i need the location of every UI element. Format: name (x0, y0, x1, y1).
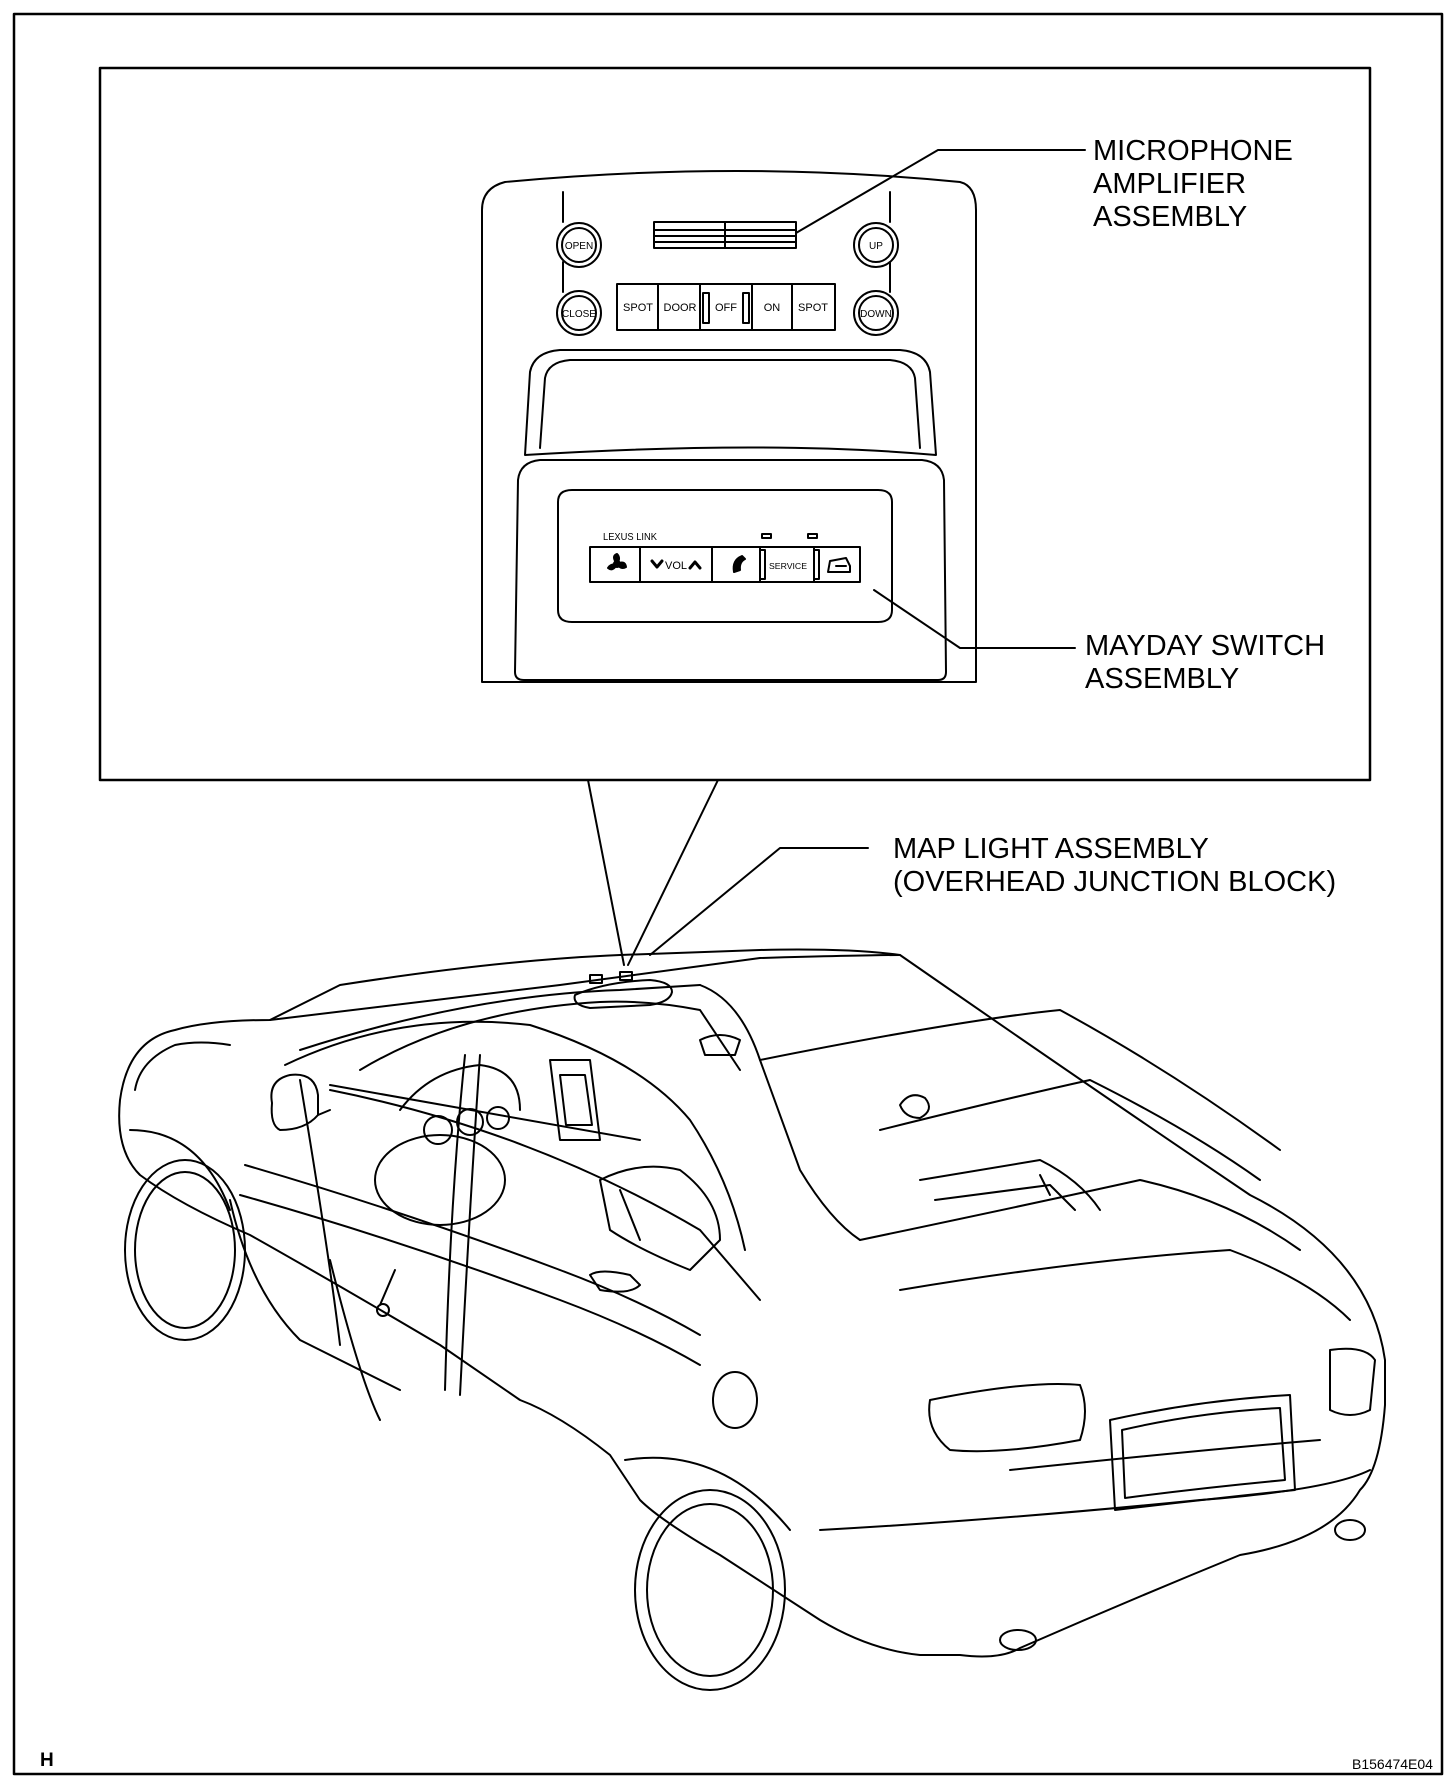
microphone-grille (653, 221, 797, 249)
mayday-leader (873, 589, 1076, 649)
fan-icon (607, 553, 627, 571)
panel-labels: OPEN CLOSE UP DOWN SPOT DOOR OFF ON SPOT… (562, 241, 892, 572)
outer-frame (12, 12, 1444, 1776)
corner-letter: H (40, 1750, 54, 1771)
inset-frame (98, 66, 1372, 782)
inset-leader-lines (587, 779, 719, 966)
down-label: DOWN (860, 309, 892, 320)
vol-up-icon (688, 560, 702, 570)
service-label: SERVICE (769, 562, 807, 571)
map-light-callout-line-1: MAP LIGHT ASSEMBLY (893, 833, 1209, 865)
spot-right-label: SPOT (798, 302, 828, 314)
up-button-shape (853, 222, 899, 268)
microphone-callout-line-1: MICROPHONE (1093, 135, 1293, 167)
roof-map-light (573, 971, 673, 1009)
assist-car-icon (827, 557, 851, 573)
down-button-shape (853, 290, 899, 336)
close-button-shape (556, 290, 602, 336)
map-light-leader (649, 847, 869, 956)
mayday-brand-label: LEXUS LINK (603, 532, 657, 543)
up-label: UP (869, 241, 883, 252)
open-label: OPEN (565, 241, 593, 252)
on-label: ON (764, 302, 781, 314)
off-label: OFF (715, 302, 737, 314)
microphone-leader (795, 149, 1086, 234)
car-illustration (118, 948, 1386, 1691)
mayday-switch-housing (557, 489, 893, 623)
microphone-callout-line-2: AMPLIFIER (1093, 168, 1247, 200)
door-label: DOOR (664, 302, 697, 314)
map-light-switch-bar (616, 283, 836, 331)
figure-code: B156474E04 (1352, 1756, 1433, 1772)
phone-icon (732, 555, 746, 573)
spot-left-label: SPOT (623, 302, 653, 314)
close-label: CLOSE (562, 309, 596, 320)
map-light-callout-line-2: (OVERHEAD JUNCTION BLOCK) (893, 866, 1337, 898)
mayday-callout-line-1: MAYDAY SWITCH (1085, 630, 1326, 662)
open-button-shape (556, 222, 602, 268)
microphone-callout-line-3: ASSEMBLY (1093, 201, 1248, 233)
overhead-console (481, 170, 977, 683)
vol-label: VOL (665, 560, 687, 572)
mayday-callout-line-2: ASSEMBLY (1085, 663, 1240, 695)
vol-down-icon (650, 559, 664, 569)
